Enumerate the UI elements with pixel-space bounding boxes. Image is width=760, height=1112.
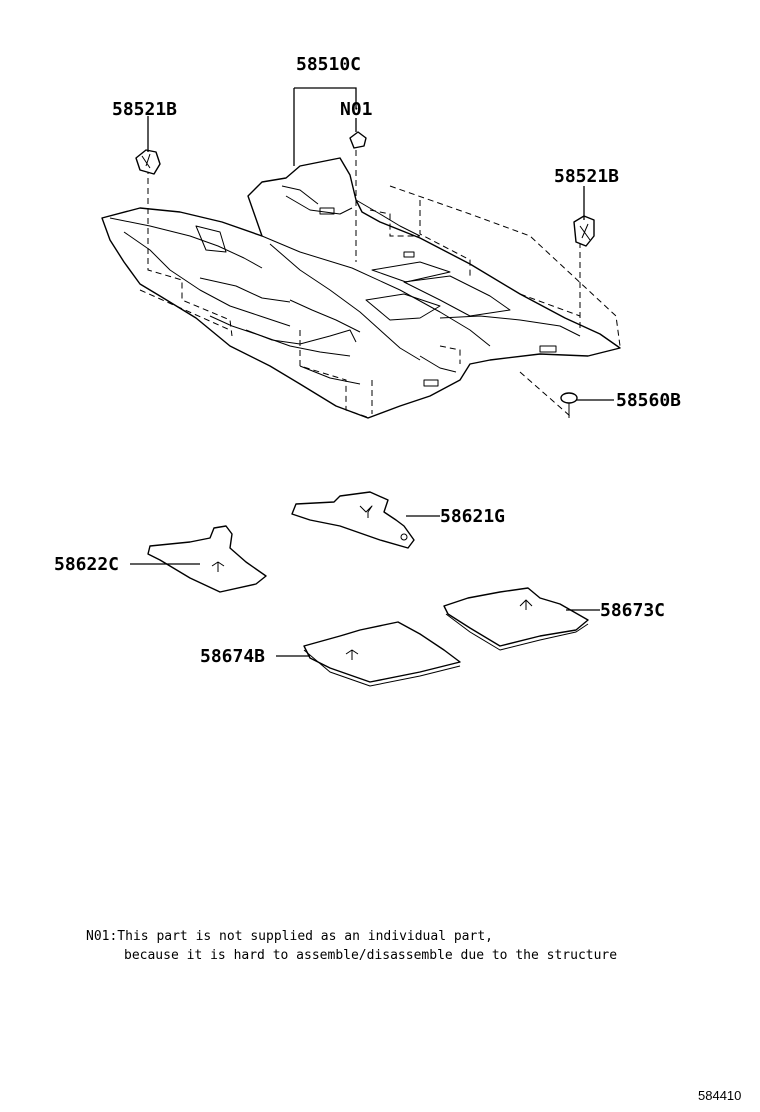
mat-rear-left-drawing [147, 525, 267, 593]
mat-front-left-drawing [303, 621, 461, 687]
leader-lines [130, 87, 614, 657]
grommet-icon [560, 392, 578, 418]
callout-clip-right: 58521B [554, 166, 619, 187]
note-line-2: because it is hard to assemble/disassemb… [124, 948, 617, 963]
callout-carpet-main: 58510C [296, 54, 361, 75]
nut-n01-icon [349, 131, 367, 149]
callout-clip-left: 58521B [112, 99, 177, 120]
callout-mat-rear-left: 58622C [54, 554, 119, 575]
callout-note-ref: N01 [340, 99, 373, 120]
figure-number: 584410 [698, 1088, 741, 1103]
mat-front-right-drawing [443, 587, 589, 651]
floor-carpet-drawing [101, 150, 621, 419]
clip-right-icon [573, 215, 595, 247]
mat-rear-center-drawing [291, 491, 415, 549]
callout-mat-rear-center: 58621G [440, 506, 505, 527]
callout-mat-front-right: 58673C [600, 600, 665, 621]
callout-grommet: 58560B [616, 390, 681, 411]
callout-mat-front-left: 58674B [200, 646, 265, 667]
clip-left-icon [135, 149, 161, 175]
note-line-1: N01:This part is not supplied as an indi… [86, 929, 493, 944]
